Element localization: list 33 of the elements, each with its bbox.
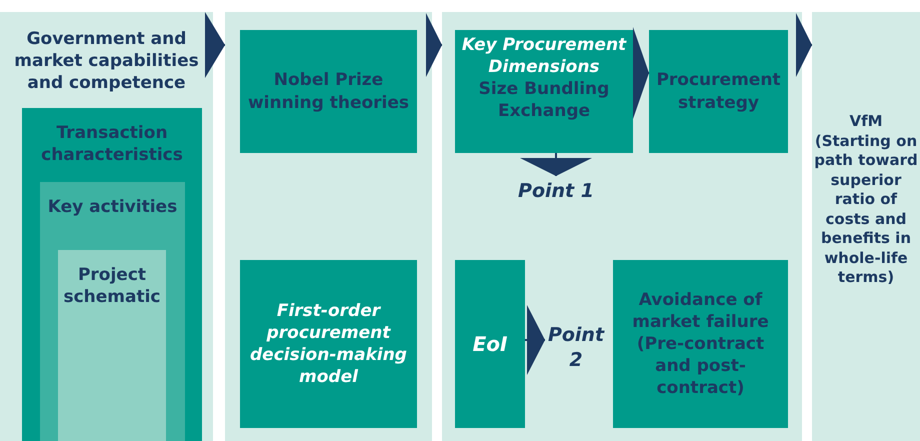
box-title: First-order procurement decision-making model xyxy=(249,300,408,388)
stage-panel xyxy=(812,12,920,441)
box-title: Key activities xyxy=(48,196,178,218)
stage-box xyxy=(240,30,417,153)
box-title: Procurement strategy xyxy=(655,69,782,114)
stage-box xyxy=(58,250,166,441)
stage-panel xyxy=(0,12,213,441)
box-text: Size Bundling Exchange xyxy=(478,78,610,122)
chevron-arrow xyxy=(520,153,592,176)
chevron-arrow xyxy=(525,305,545,375)
chevron-arrow xyxy=(205,12,225,78)
stage-box xyxy=(40,182,185,441)
point-label: Point 2 xyxy=(546,323,606,373)
box-title: EoI xyxy=(472,331,508,357)
box-title: VfM (Starting on path toward superior ratio of costs and benefits in whole-life terms) xyxy=(814,112,918,288)
stage-box xyxy=(455,260,525,428)
stage-panel xyxy=(225,12,432,441)
stage-box xyxy=(455,30,633,153)
stage-box xyxy=(240,260,417,428)
stage-box xyxy=(613,260,788,428)
stage-box xyxy=(649,30,788,153)
box-title: Government and market capabilities and competence xyxy=(13,28,200,94)
chevron-arrow xyxy=(796,13,812,77)
point-label: Point 1 xyxy=(518,178,594,204)
box-title: Avoidance of market failure (Pre-contract and post-contract) xyxy=(631,288,770,400)
chevron-arrow xyxy=(633,27,649,119)
chevron-arrow xyxy=(426,13,442,77)
box-title: Key Procurement Dimensions xyxy=(460,34,628,78)
box-title: Project schematic xyxy=(62,264,162,308)
box-title: Nobel Prize winning theories xyxy=(246,69,410,114)
stage-panel xyxy=(442,12,802,441)
stage-box xyxy=(22,108,202,441)
box-title: Transaction characteristics xyxy=(40,122,184,166)
